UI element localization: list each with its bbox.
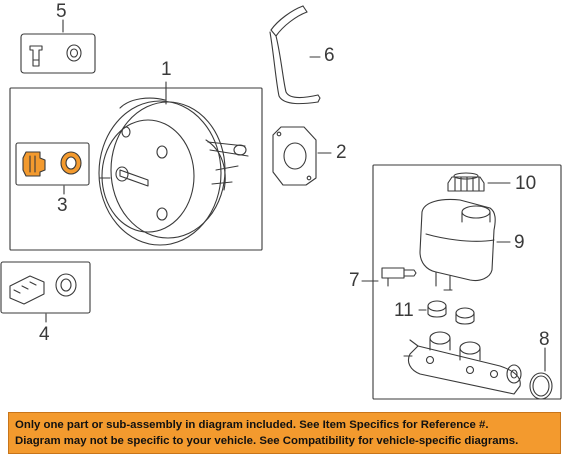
part-7-level-sensor	[361, 267, 417, 287]
callout-7: 7	[349, 270, 360, 291]
notice-banner: Only one part or sub-assembly in diagram…	[8, 412, 561, 454]
part-2-gasket	[272, 126, 332, 186]
part-10-reservoir-cap	[447, 172, 511, 192]
notice-line-2: Diagram may not be specific to your vehi…	[15, 435, 519, 447]
part-8-o-ring	[529, 347, 553, 400]
part-9-fluid-reservoir	[419, 198, 511, 291]
master-cylinder-body	[403, 331, 522, 395]
callout-4: 4	[39, 324, 50, 345]
part-5-valve-kit	[20, 33, 96, 74]
callout-5: 5	[56, 1, 67, 22]
callout-10: 10	[515, 173, 537, 194]
notice-line-1: Only one part or sub-assembly in diagram…	[15, 419, 489, 431]
callout-3: 3	[57, 195, 68, 216]
callout-11: 11	[394, 300, 414, 321]
part-1-frame	[9, 87, 263, 251]
part-1-brake-booster	[98, 81, 249, 246]
part-6-vacuum-hose	[269, 5, 321, 105]
master-cylinder-frame	[372, 164, 562, 400]
part-11-grommets	[418, 300, 475, 325]
callout-2: 2	[336, 142, 347, 163]
callout-8: 8	[539, 329, 550, 350]
callout-1: 1	[161, 59, 172, 80]
part-3-check-valve-highlighted	[15, 142, 90, 186]
callout-9: 9	[514, 232, 525, 253]
callout-6: 6	[324, 45, 335, 66]
part-4-bracket-kit	[0, 261, 91, 323]
